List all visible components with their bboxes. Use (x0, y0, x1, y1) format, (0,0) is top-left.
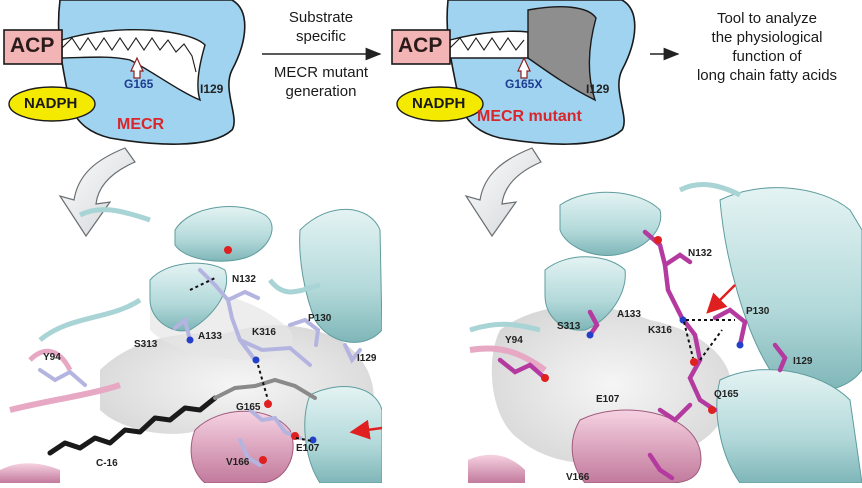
mecr-label: MECR (117, 116, 165, 133)
acp-box-mutant (391, 29, 451, 65)
right-res-i129: I129 (793, 356, 813, 367)
left-res-g165: G165 (236, 402, 261, 413)
right-res-p130: P130 (746, 306, 770, 317)
nadph-ellipse-wt (8, 86, 96, 122)
blocked-pocket (527, 6, 597, 102)
right-res-a133: A133 (617, 309, 641, 320)
right-res-k316: K316 (648, 325, 672, 336)
right-res-e107: E107 (596, 394, 620, 405)
right-res-n132: N132 (688, 248, 712, 259)
acp-box-wt (3, 29, 63, 65)
g165-label: G165 (124, 77, 154, 91)
left-res-i129: I129 (357, 353, 377, 364)
left-res-e107: E107 (296, 443, 320, 454)
result-line2: the physiological (711, 29, 823, 46)
i129-label-mutant: I129 (586, 82, 610, 96)
right-res-v166: V166 (566, 472, 590, 483)
mecr-wt-schematic (3, 0, 246, 145)
i129-label-wt: I129 (200, 82, 224, 96)
left-res-n132: N132 (232, 274, 256, 285)
nadph-label-wt: NADPH (24, 95, 78, 112)
left-res-y94: Y94 (43, 352, 61, 363)
step-text-line3: MECR mutant (273, 64, 369, 81)
left-res-p130: P130 (308, 313, 332, 324)
g165x-label: G165X (505, 77, 543, 91)
acp-label-wt: ACP (10, 34, 55, 57)
mecr-mutant-label: MECR mutant (477, 108, 582, 125)
right-res-q165: Q165 (714, 389, 739, 400)
result-line4: long chain fatty acids (696, 67, 838, 84)
nadph-ellipse-mutant (396, 86, 484, 122)
left-res-s313: S313 (134, 339, 158, 350)
mecr-mutant-schematic (391, 0, 636, 145)
step-text-line4: generation (285, 83, 357, 100)
right-structure-panel (468, 182, 862, 483)
result-line3: function of (732, 48, 802, 65)
left-res-v166: V166 (226, 457, 250, 468)
right-res-y94: Y94 (505, 335, 523, 346)
left-res-c16: C-16 (96, 458, 118, 469)
left-res-a133: A133 (198, 331, 222, 342)
acp-label-mutant: ACP (398, 34, 443, 57)
result-line1: Tool to analyze (716, 10, 818, 27)
step-text-line1: Substrate (288, 9, 354, 26)
left-res-k316: K316 (252, 327, 276, 338)
nadph-label-mutant: NADPH (412, 95, 466, 112)
right-res-s313: S313 (557, 321, 581, 332)
left-structure-panel (0, 206, 382, 483)
curved-arrow-right (464, 147, 542, 238)
step-text-line2: specific (295, 28, 347, 45)
curved-arrow-left (58, 147, 136, 238)
